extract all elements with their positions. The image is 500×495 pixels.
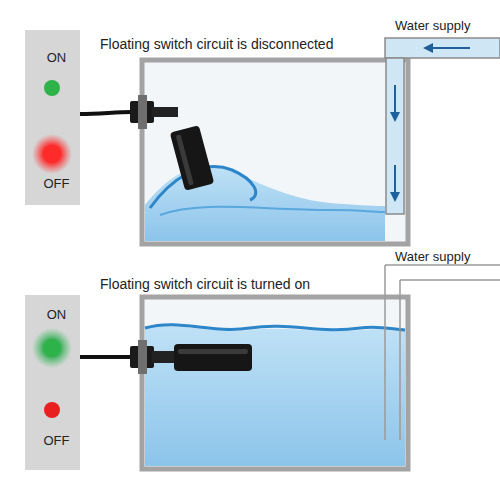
green-lamp bbox=[43, 339, 61, 357]
red-lamp bbox=[44, 402, 60, 418]
cable bbox=[80, 112, 132, 114]
flow-arrow bbox=[394, 85, 396, 120]
tank bbox=[142, 297, 408, 469]
float bbox=[174, 344, 252, 371]
lamp-label: OFF bbox=[25, 433, 88, 449]
indicator-panel: ON OFF bbox=[25, 30, 88, 205]
flow-arrow bbox=[394, 165, 396, 200]
water bbox=[145, 326, 405, 466]
lamp-label: ON bbox=[25, 307, 88, 323]
pipe-label: Water supply bbox=[395, 18, 470, 34]
cable bbox=[80, 355, 132, 359]
mount-nut bbox=[138, 340, 147, 374]
mount-nut bbox=[138, 95, 147, 129]
state-heading: Floating switch circuit is disconnected bbox=[100, 36, 333, 53]
supply-pipe bbox=[386, 58, 404, 214]
supply-pipe bbox=[385, 265, 500, 440]
switch-stem bbox=[152, 351, 176, 363]
green-lamp bbox=[44, 80, 60, 96]
indicator-panel: ON OFF bbox=[25, 295, 88, 470]
switch-stem bbox=[152, 107, 178, 117]
flow-arrow bbox=[425, 47, 470, 49]
water bbox=[145, 166, 385, 241]
water-wave bbox=[145, 325, 405, 330]
float-highlight bbox=[178, 349, 248, 354]
water-wave bbox=[160, 207, 385, 215]
float bbox=[170, 125, 215, 191]
supply-pipe bbox=[385, 38, 500, 58]
tank bbox=[142, 60, 408, 244]
state-heading: Floating switch circuit is turned on bbox=[100, 276, 310, 293]
pipe-label: Water supply bbox=[395, 249, 470, 265]
lamp-label: ON bbox=[25, 50, 88, 66]
lamp-label: OFF bbox=[25, 176, 88, 192]
red-lamp-glow bbox=[32, 134, 72, 174]
green-lamp-glow bbox=[32, 328, 72, 368]
red-lamp bbox=[43, 145, 61, 163]
